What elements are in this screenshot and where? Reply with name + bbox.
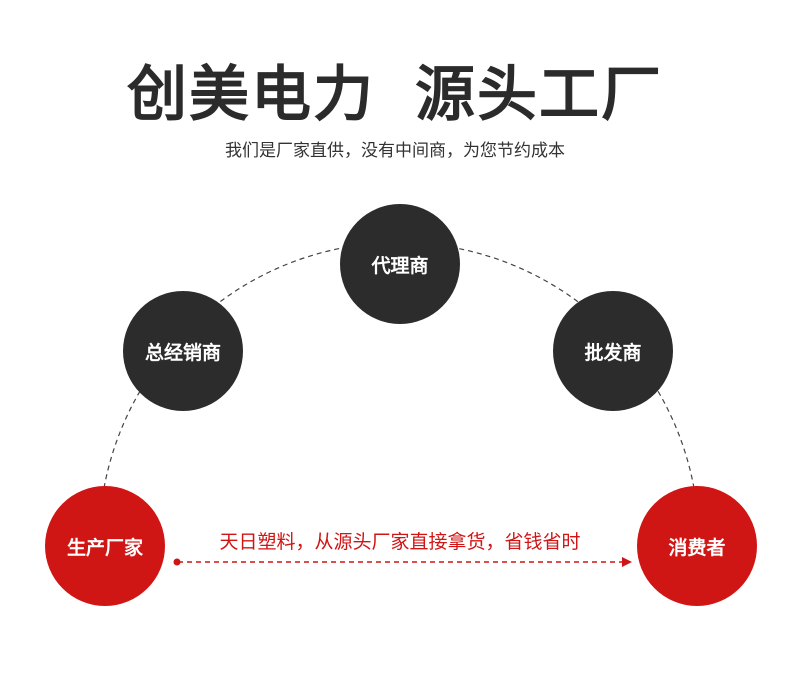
- page-subtitle: 我们是厂家直供，没有中间商，为您节约成本: [225, 141, 565, 161]
- title-brand: 创美电力: [127, 60, 375, 130]
- node-general-distributor-label: 总经销商: [144, 341, 221, 364]
- node-wholesaler-label: 批发商: [584, 341, 642, 364]
- direct-supply-tagline: 天日塑料，从源头厂家直接拿货，省钱省时: [219, 531, 581, 553]
- title-factory: 源头工厂: [415, 60, 663, 130]
- direct-supply-arrow-head: [622, 557, 632, 567]
- node-consumer: 消费者: [637, 486, 757, 606]
- node-agent-label: 代理商: [371, 254, 429, 277]
- node-consumer-label: 消费者: [668, 536, 726, 559]
- node-manufacturer: 生产厂家: [45, 486, 165, 606]
- node-wholesaler: 批发商: [553, 291, 673, 411]
- node-general-distributor: 总经销商: [123, 291, 243, 411]
- node-manufacturer-label: 生产厂家: [66, 536, 143, 559]
- page-title: 创美电力源头工厂: [0, 46, 790, 133]
- node-agent: 代理商: [340, 204, 460, 324]
- direct-supply-arrow-start: [173, 558, 181, 566]
